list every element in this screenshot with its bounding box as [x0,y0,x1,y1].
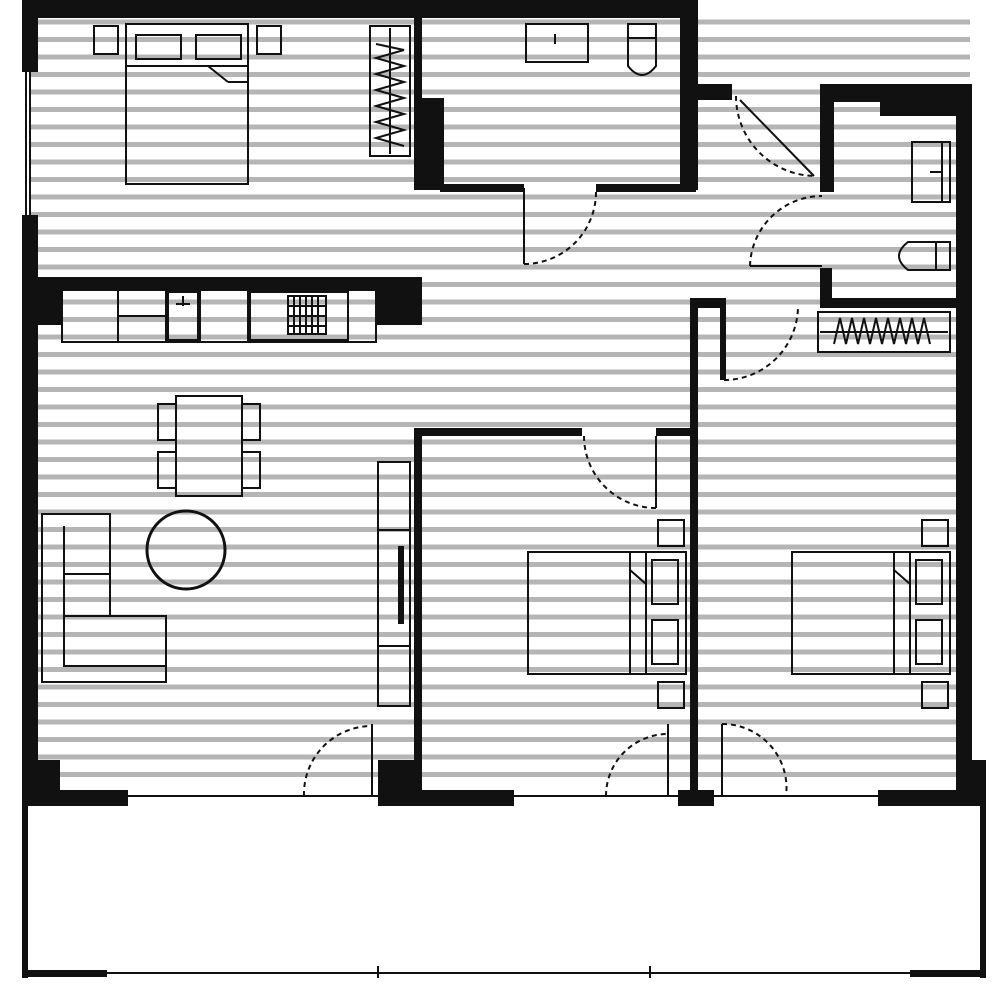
kitchen-counter-icon [61,289,377,343]
double-bed-icon [125,23,249,185]
toilet-icon [627,23,657,76]
doors [302,95,823,797]
terrace [22,800,986,978]
nightstand-icon [921,519,949,709]
round-table-icon [145,509,227,591]
toilet-icon [898,241,951,271]
sink-icon [525,23,589,63]
double-bed-icon [791,551,951,675]
walls [22,0,986,806]
tv-unit-icon [377,461,411,707]
wardrobe-icon [369,25,411,157]
wardrobe-icon [817,311,951,353]
double-bed-icon [527,551,687,675]
stove-icon [287,295,327,335]
nightstand-icon [93,25,282,55]
nightstand-icon [657,519,685,709]
floor-hatching [30,19,970,777]
sink-icon [911,141,951,203]
sofa-icon [41,513,167,683]
dining-table-icon [157,395,261,497]
